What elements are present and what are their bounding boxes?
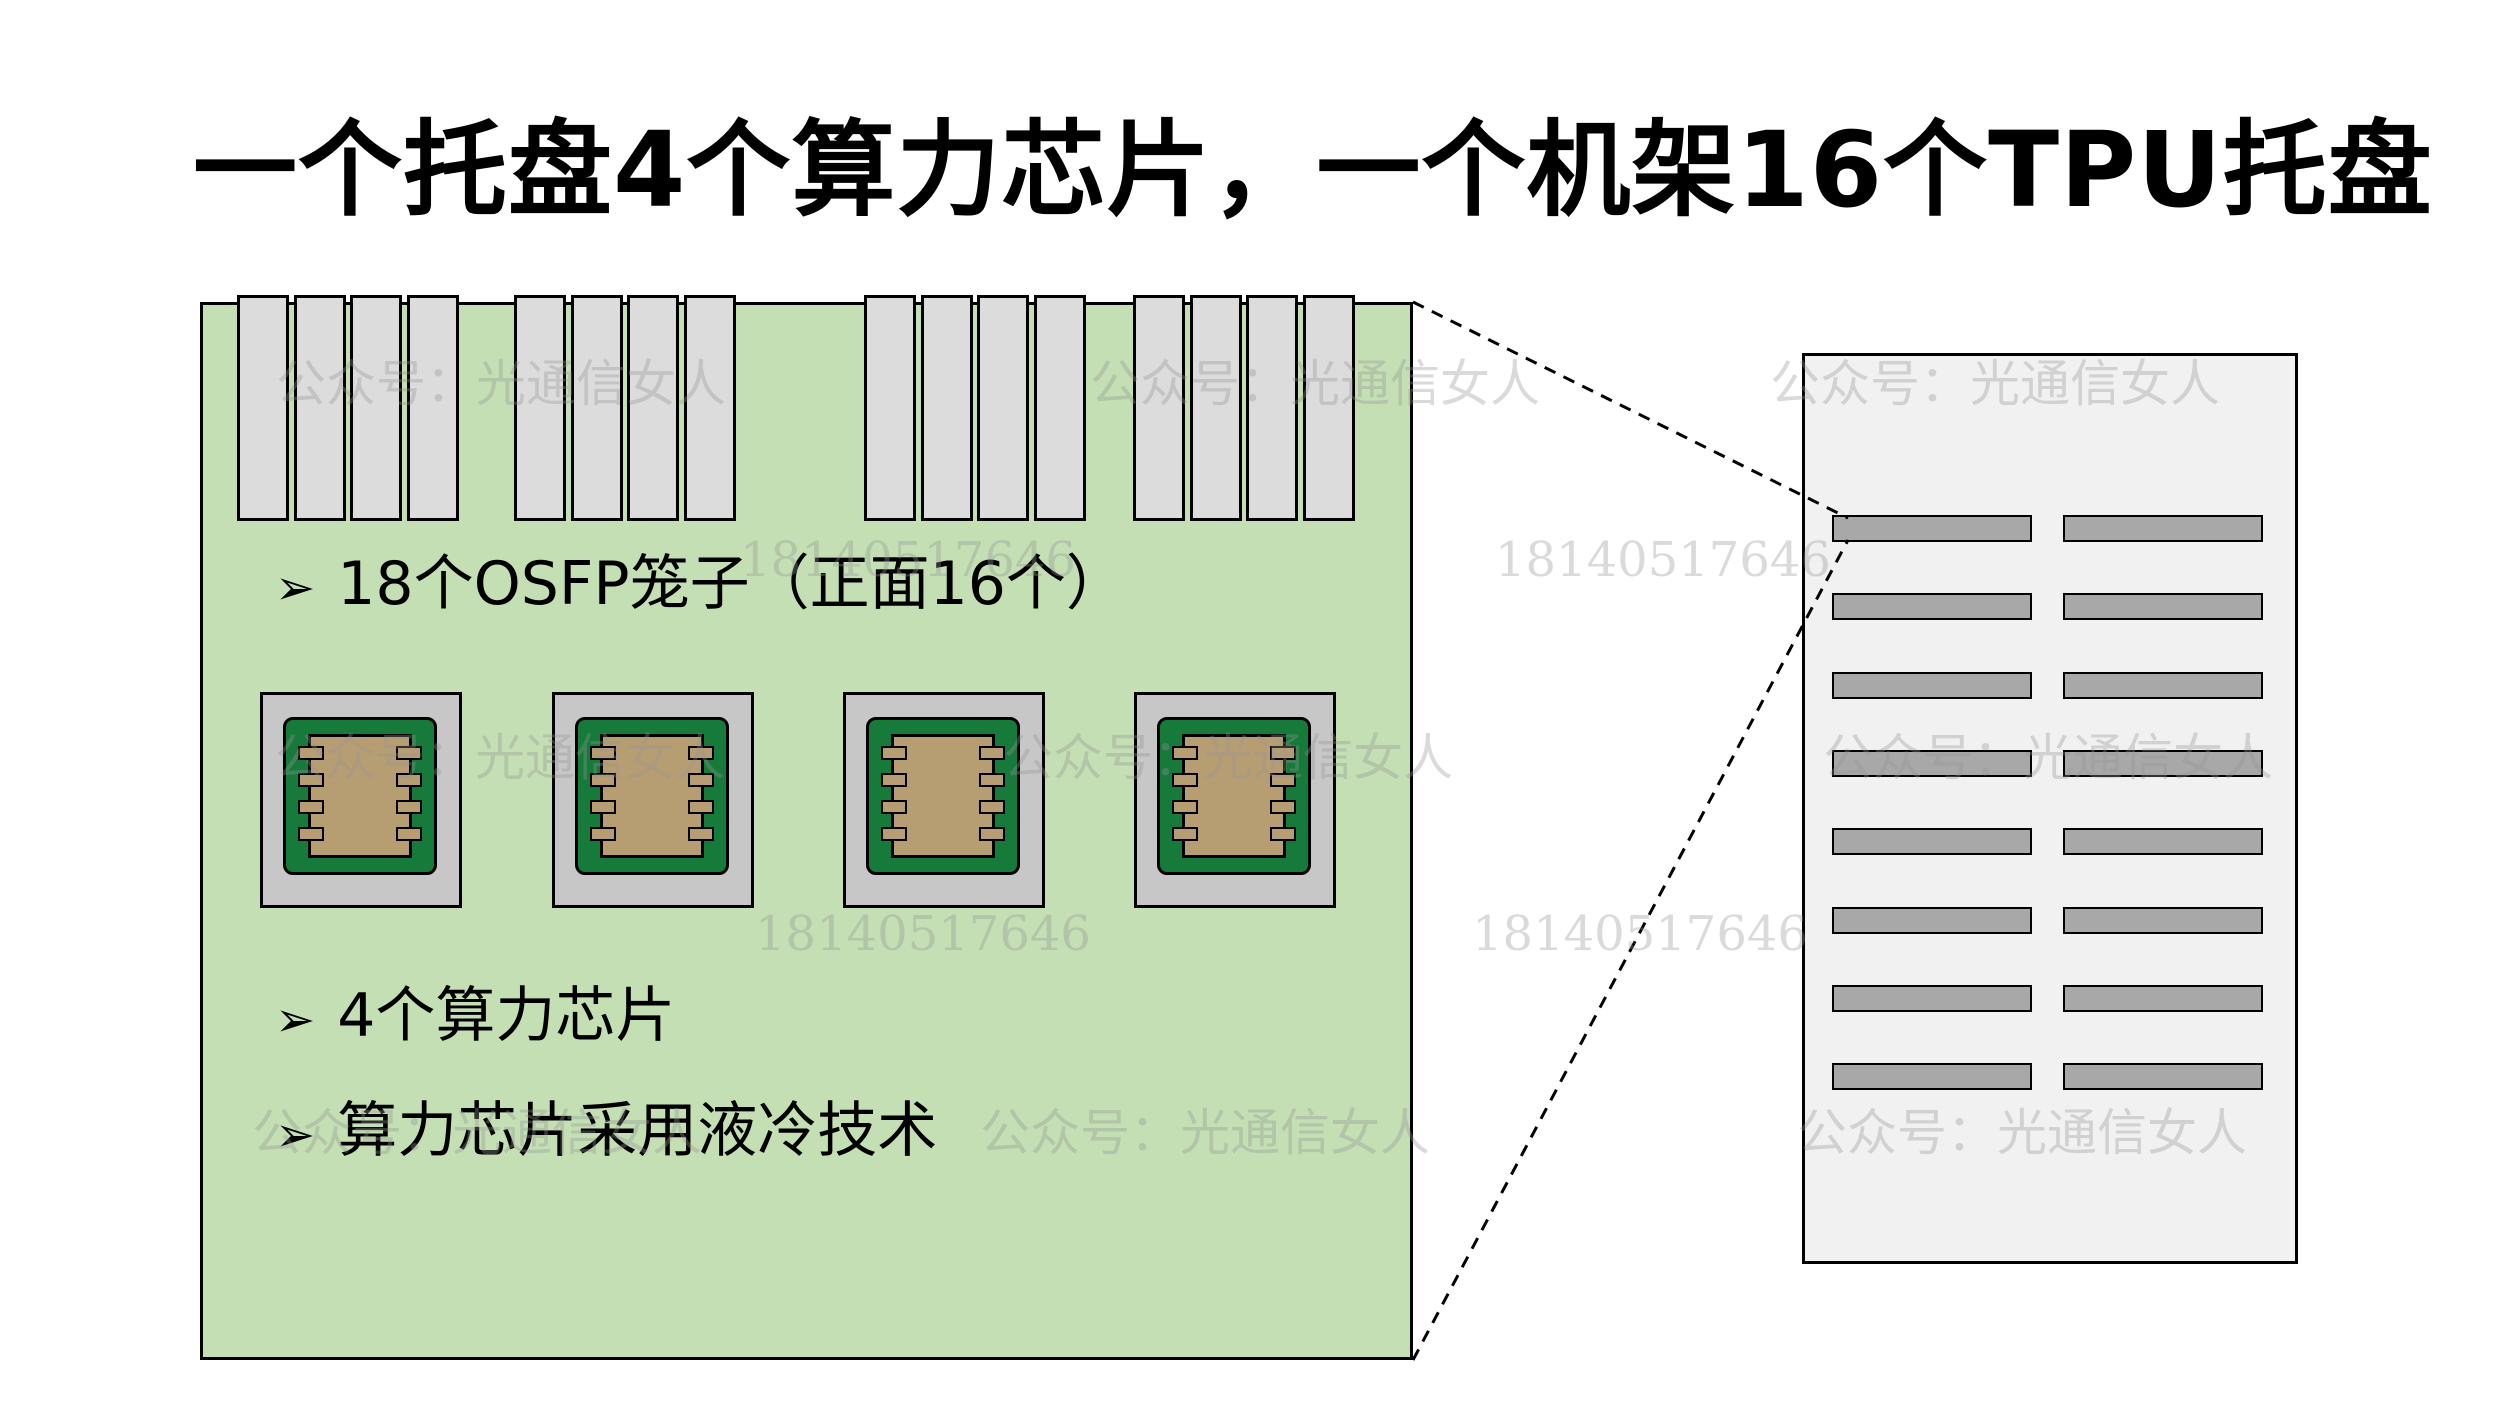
chip-substrate [1157,717,1311,875]
rack-tray-slot [1832,593,2032,621]
chip-pin [979,773,1005,787]
rack-tray-slot [1832,828,2032,856]
chip-pin [396,827,422,841]
osfp-cage [627,295,679,521]
chip-pin [1270,746,1296,760]
rack-tray-slot [1832,906,2032,934]
rack-tray-slot [2063,828,2263,856]
chip-pin [396,800,422,814]
bullet-compute-chips: ➢ 4个算力芯片 [275,980,675,1052]
bullet-liquid-cooling-text: 算力芯片采用液冷技术 [337,1096,938,1166]
chip-pin [396,773,422,787]
chip-pin [979,827,1005,841]
bullet-compute-chips-text: 4个算力芯片 [337,981,676,1051]
chip-substrate [866,717,1020,875]
compute-chip [1134,692,1336,908]
rack-tray-slot [2063,1063,2263,1091]
osfp-cage [350,295,402,521]
chip-pin [590,827,616,841]
chip-substrate [283,717,437,875]
rack-tray-slot [2063,906,2263,934]
rack-tray-slot [1832,984,2032,1012]
chip-pin [298,746,324,760]
bullet-osfp-cages-text: 18个OSFP笼子（正面16个） [337,549,1126,619]
rack-tray-slot [1832,749,2032,777]
chip-pin [590,800,616,814]
rack-tray-slot [2063,515,2263,542]
chip-pin [590,746,616,760]
osfp-cage [1189,295,1242,521]
chip-pin [1270,827,1296,841]
osfp-cage [514,295,566,521]
chip-pin [298,800,324,814]
osfp-cage [920,295,973,521]
zoom-line-top [1412,300,1849,520]
chip-pin [688,800,714,814]
rack-tray-slot [1832,1063,2032,1091]
rack-tray-slot [2063,984,2263,1012]
chip-die [1182,734,1286,858]
rack-tray-slot [1832,515,2032,542]
chip-pin [1172,827,1198,841]
chip-pin [688,746,714,760]
osfp-cage [570,295,623,521]
chip-pin [298,773,324,787]
chip-pin [881,773,907,787]
compute-chip [843,692,1045,908]
chip-pin [1172,773,1198,787]
zoom-line-bottom [1411,539,1850,1361]
bullet-arrow-icon: ➢ [275,560,316,616]
chip-pin [1172,746,1198,760]
rack-tray-slot [2063,749,2263,777]
chip-die [600,734,704,858]
bullet-arrow-icon: ➢ [275,992,316,1048]
chip-pin [688,773,714,787]
bullet-arrow-icon: ➢ [275,1107,316,1163]
bullet-osfp-cages: ➢ 18个OSFP笼子（正面16个） [275,548,1126,620]
compute-chip [260,692,462,908]
chip-pin [881,827,907,841]
chip-pin [590,773,616,787]
chip-pin [881,800,907,814]
chip-die [308,734,412,858]
osfp-cage [977,295,1029,521]
chip-pin [298,827,324,841]
chip-die [891,734,995,858]
osfp-cage [237,295,289,521]
chip-pin [1270,800,1296,814]
chip-pin [688,827,714,841]
osfp-cage [1302,295,1355,521]
osfp-cage [1133,295,1185,521]
osfp-cage [864,295,916,521]
compute-chip [552,692,754,908]
osfp-cage [1246,295,1298,521]
chip-substrate [575,717,729,875]
chip-pin [396,746,422,760]
osfp-cage [1033,295,1086,521]
rack-tray-slot [2063,671,2263,699]
osfp-cage [406,295,459,521]
page-title: 一个托盘4个算力芯片，一个机架16个TPU托盘 [193,109,2433,231]
osfp-cage [683,295,736,521]
chip-pin [1172,800,1198,814]
chip-pin [979,746,1005,760]
chip-pin [979,800,1005,814]
rack-tray-slot [1832,671,2032,699]
tpu-rack [1802,353,2298,1264]
chip-pin [881,746,907,760]
chip-pin [1270,773,1296,787]
osfp-cage [293,295,346,521]
rack-tray-slot [2063,593,2263,621]
bullet-liquid-cooling: ➢ 算力芯片采用液冷技术 [275,1095,937,1167]
